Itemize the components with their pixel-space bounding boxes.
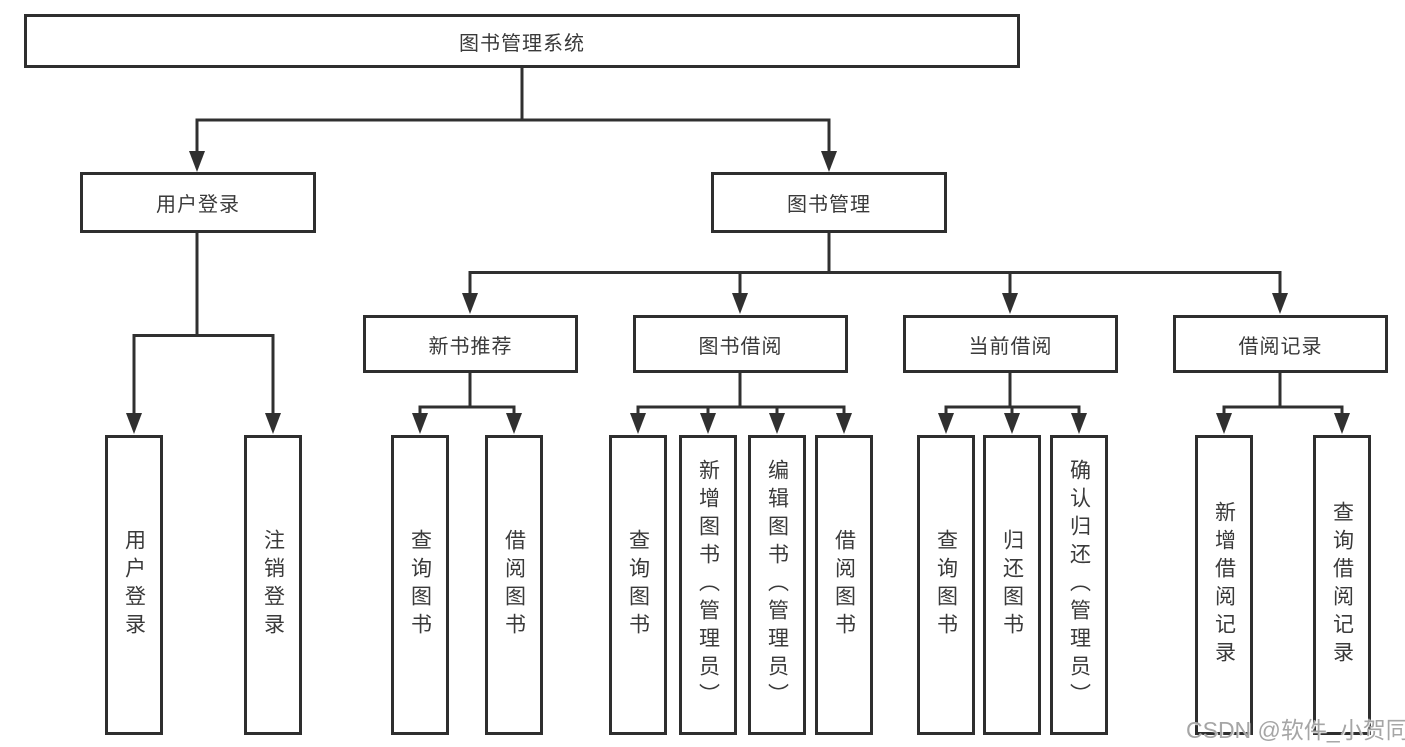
connector-current-borrow-children	[944, 373, 1081, 418]
arrow-down-icon	[1071, 413, 1087, 434]
leaf-query-books-current: 查询图书	[917, 435, 975, 735]
leaf-return-books: 归还图书	[983, 435, 1041, 735]
node-label: 图书管理	[787, 194, 871, 216]
node-label: 查询借阅记录	[1330, 501, 1354, 669]
connector-group	[132, 68, 1344, 418]
leaf-query-books-recommend: 查询图书	[391, 435, 449, 735]
node-label: 借阅图书	[502, 529, 526, 641]
node-label: 查询图书	[626, 529, 650, 641]
node-book-borrowing: 图书借阅	[633, 315, 848, 373]
node-library-management-system: 图书管理系统	[24, 14, 1020, 68]
node-label: 注销登录	[261, 529, 285, 641]
watermark: CSDN @软件_小贺同学	[1186, 717, 1405, 743]
node-label: 图书借阅	[698, 335, 783, 358]
node-book-management: 图书管理	[711, 172, 947, 233]
arrow-down-icon	[126, 413, 142, 434]
connector-user-login-children	[132, 233, 275, 417]
node-label: 用户登录	[156, 194, 240, 216]
leaf-query-borrow-record: 查询借阅记录	[1313, 435, 1371, 735]
node-label: 编辑图书（管理员）	[765, 459, 789, 711]
leaf-borrow-books-recommend: 借阅图书	[485, 435, 543, 735]
leaf-edit-books-admin: 编辑图书（管理员）	[748, 435, 806, 735]
node-label: 借阅记录	[1238, 335, 1323, 358]
node-label: 查询图书	[934, 529, 958, 641]
arrow-down-icon	[506, 413, 522, 434]
node-label: 用户登录	[122, 529, 146, 641]
node-label: 查询图书	[408, 529, 432, 641]
arrow-down-icon	[630, 413, 646, 434]
node-label: 新书推荐	[428, 335, 513, 358]
arrow-down-icon	[1002, 293, 1018, 314]
node-label: 当前借阅	[968, 335, 1053, 358]
leaf-borrow-books: 借阅图书	[815, 435, 873, 735]
arrow-down-icon	[836, 413, 852, 434]
node-label: 确认归还（管理员）	[1067, 459, 1091, 711]
node-user-login-group: 用户登录	[80, 172, 316, 233]
connector-borrow-record-children	[1222, 373, 1344, 418]
arrow-down-icon	[769, 413, 785, 434]
connector-new-book-children	[418, 373, 516, 418]
node-new-book-recommend: 新书推荐	[363, 315, 578, 373]
leaf-user-login: 用户登录	[105, 435, 163, 735]
arrow-down-icon	[189, 151, 205, 172]
leaf-confirm-return-admin: 确认归还（管理员）	[1050, 435, 1108, 735]
arrow-down-icon	[700, 413, 716, 434]
node-label: 归还图书	[1000, 529, 1024, 641]
connector-book-borrow-children	[636, 373, 846, 418]
arrow-down-icon	[412, 413, 428, 434]
arrow-down-icon	[732, 293, 748, 314]
connector-root-to-level2	[195, 68, 831, 156]
leaf-add-borrow-record: 新增借阅记录	[1195, 435, 1253, 735]
node-label: 图书管理系统	[459, 32, 585, 55]
arrow-down-icon	[462, 293, 478, 314]
arrow-down-icon	[1216, 413, 1232, 434]
node-label: 借阅图书	[832, 529, 856, 641]
arrow-down-icon	[1272, 293, 1288, 314]
node-current-borrowing: 当前借阅	[903, 315, 1118, 373]
arrow-down-icon	[821, 151, 837, 172]
arrow-down-icon	[938, 413, 954, 434]
arrow-down-icon	[1004, 413, 1020, 434]
node-borrowing-records: 借阅记录	[1173, 315, 1388, 373]
node-label: 新增借阅记录	[1212, 501, 1236, 669]
leaf-add-books-admin: 新增图书（管理员）	[679, 435, 737, 735]
arrow-down-icon	[1334, 413, 1350, 434]
node-label: 新增图书（管理员）	[696, 459, 720, 711]
arrowheads-group	[126, 151, 1350, 434]
connector-book-management-children	[468, 233, 1282, 298]
leaf-logout: 注销登录	[244, 435, 302, 735]
arrow-down-icon	[265, 413, 281, 434]
leaf-query-books-borrow: 查询图书	[609, 435, 667, 735]
